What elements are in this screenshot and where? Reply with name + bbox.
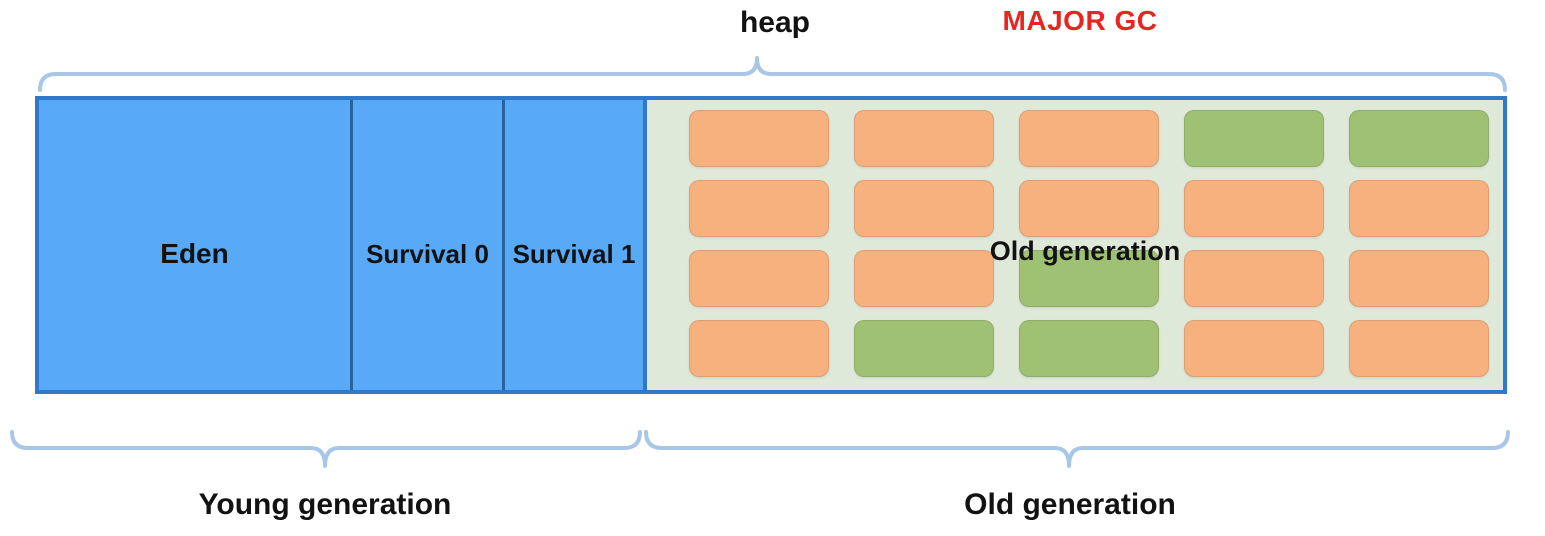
heap-object-block-orange [1349,180,1489,237]
old-generation-overlay-label: Old generation [989,236,1181,266]
heap-object-block-orange [1349,250,1489,307]
heap-object-block-orange [1349,320,1489,377]
heap-object-block-orange [1019,110,1159,167]
heap-object-block-orange [854,180,994,237]
survival-1-label: Survival 1 [512,238,636,269]
region-survival-1: Survival 1 [502,100,643,390]
heap-object-block-orange [1184,320,1324,377]
young-generation-brace [10,430,642,468]
old-generation-blocks-grid [647,100,1489,377]
heap-object-block-orange [689,320,829,377]
heap-object-block-orange [854,110,994,167]
survival-0-label: Survival 0 [366,238,489,269]
heap-object-block-orange [689,250,829,307]
heap-object-block-green [1019,320,1159,377]
heap-object-block-orange [689,110,829,167]
major-gc-label: MAJOR GC [1002,5,1158,36]
heap-title-label: heap [739,6,811,39]
heap-object-block-green [1184,110,1324,167]
heap-object-block-orange [1184,250,1324,307]
region-eden: Eden [39,100,350,390]
young-generation-label: Young generation [198,488,452,521]
heap-object-block-green [1019,250,1159,307]
heap-object-block-orange [1019,180,1159,237]
heap-object-block-orange [689,180,829,237]
region-old-generation [643,100,1503,390]
heap-object-block-green [854,320,994,377]
heap-box: Eden Survival 0 Survival 1 [35,96,1507,394]
heap-brace [38,56,1507,92]
eden-label: Eden [160,238,229,269]
old-generation-label: Old generation [964,488,1176,521]
old-generation-brace [644,430,1510,468]
heap-object-block-orange [1184,180,1324,237]
region-survival-0: Survival 0 [350,100,502,390]
heap-object-block-orange [854,250,994,307]
heap-object-block-green [1349,110,1489,167]
